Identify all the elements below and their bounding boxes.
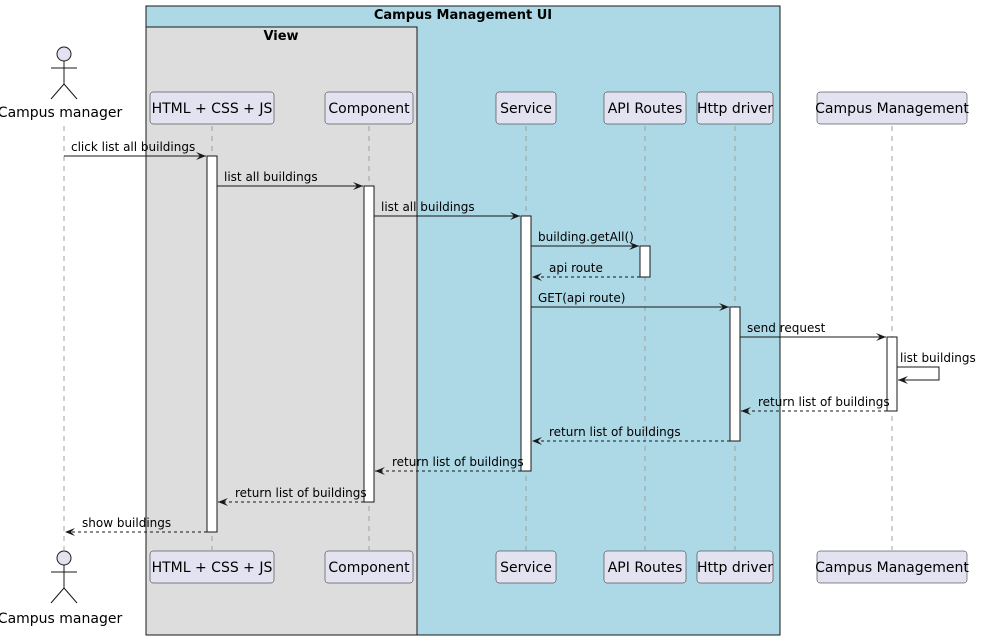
participant-box [495, 550, 557, 584]
participant-component-top: Component [324, 91, 414, 125]
participant-box [149, 550, 275, 584]
message-3: list all buildings [374, 200, 520, 220]
participant-label: Campus Management [815, 101, 969, 117]
participant-http-bottom: Http driver [696, 550, 774, 584]
arrowhead [629, 242, 639, 250]
participant-box [149, 91, 275, 125]
message-label: return list of buildings [758, 395, 890, 409]
participant-label: Campus Management [815, 560, 969, 576]
message-label: list all buildings [381, 200, 475, 214]
message-9: return list of buildings [741, 395, 890, 415]
participant-box [603, 91, 687, 125]
participant-box [603, 550, 687, 584]
message-label: return list of buildings [549, 425, 681, 439]
participant-campus-top: Campus Management [815, 91, 969, 125]
participant-box [696, 91, 774, 125]
participant-box [324, 550, 414, 584]
actor-manager-bottom: Campus manager [0, 550, 122, 627]
message-label: return list of buildings [235, 486, 367, 500]
participant-label: Http driver [697, 560, 773, 576]
arrowhead [510, 212, 520, 220]
arrowhead [65, 528, 75, 536]
participant-label: Service [500, 101, 552, 117]
actor-manager-top: Campus manager [0, 46, 122, 121]
message-label: return list of buildings [392, 455, 524, 469]
message-10: return list of buildings [532, 425, 730, 445]
service-activation-bar [520, 215, 532, 472]
participant-label: Service [500, 560, 552, 576]
message-5: api route [532, 261, 640, 281]
participant-box [324, 91, 414, 125]
message-label: send request [747, 321, 826, 335]
participant-label: Http driver [697, 101, 773, 117]
actor-label: Campus manager [0, 105, 122, 121]
arrowhead [898, 376, 908, 384]
message-11: return list of buildings [375, 455, 524, 475]
message-6: GET(api route) [531, 291, 729, 311]
actor-label: Campus manager [0, 611, 122, 627]
participant-label: API Routes [608, 560, 683, 576]
participant-box [495, 91, 557, 125]
participant-http-top: Http driver [696, 91, 774, 125]
participant-html-bottom: HTML + CSS + JS [149, 550, 275, 584]
actor-icon [50, 550, 78, 604]
actor-icon [50, 46, 78, 100]
message-label: api route [549, 261, 603, 275]
message-label: show buildings [82, 516, 171, 530]
arrowhead [719, 303, 729, 311]
message-1: click list all buildings [64, 140, 206, 160]
arrowhead [532, 437, 542, 445]
participant-label: HTML + CSS + JS [152, 560, 273, 576]
message-label: list buildings [900, 351, 976, 365]
api-activation-bar [639, 245, 651, 278]
message-label: list all buildings [224, 170, 318, 184]
message-label: click list all buildings [71, 140, 195, 154]
message-2: list all buildings [217, 170, 363, 190]
arrowhead [218, 498, 228, 506]
message-12: return list of buildings [218, 486, 367, 506]
self-message-line [897, 366, 940, 381]
participant-api-top: API Routes [603, 91, 687, 125]
arrowhead [876, 333, 886, 341]
message-7: send request [740, 321, 886, 341]
campus-management-ui-box-title: Campus Management UI [374, 8, 552, 23]
participant-service-top: Service [495, 91, 557, 125]
arrowhead [196, 152, 206, 160]
message-8: list buildings [897, 351, 976, 384]
participant-api-bottom: API Routes [603, 550, 687, 584]
participant-box [816, 91, 968, 125]
message-label: GET(api route) [538, 291, 625, 305]
component-activation-bar [363, 185, 375, 503]
participant-label: API Routes [608, 101, 683, 117]
arrowhead [353, 182, 363, 190]
campus-activation-bar [886, 336, 898, 412]
participant-box [816, 550, 968, 584]
message-13: show buildings [65, 516, 207, 536]
arrowhead [375, 467, 385, 475]
participant-box [696, 550, 774, 584]
arrowhead [741, 407, 751, 415]
message-4: building.getAll() [531, 230, 639, 250]
participant-label: HTML + CSS + JS [152, 101, 273, 117]
http-activation-bar [729, 306, 741, 442]
message-label: building.getAll() [538, 230, 634, 244]
participant-label: Component [328, 101, 410, 117]
participant-component-bottom: Component [324, 550, 414, 584]
participant-label: Component [328, 560, 410, 576]
participant-campus-bottom: Campus Management [815, 550, 969, 584]
view-box-title: View [263, 29, 298, 44]
participant-service-bottom: Service [495, 550, 557, 584]
arrowhead [532, 273, 542, 281]
html-activation-bar [206, 155, 218, 533]
participant-html-top: HTML + CSS + JS [149, 91, 275, 125]
